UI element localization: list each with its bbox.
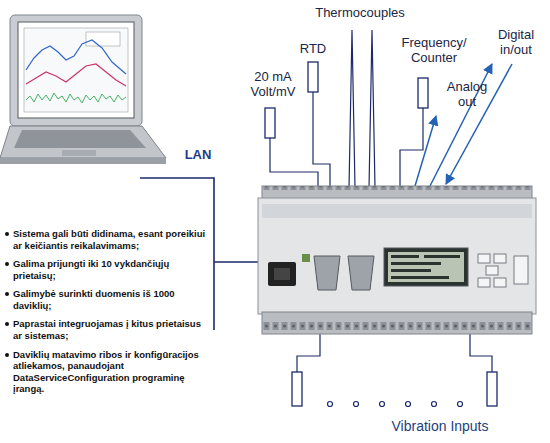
resistor-symbol — [292, 372, 302, 406]
bullet-text: Galima prijungti iki 10 vykdančiųjų prie… — [13, 258, 208, 281]
dot — [458, 402, 463, 407]
lcd-display — [384, 248, 468, 286]
db9-connector — [348, 256, 374, 290]
bullet-text: Paprastai integruojamas į kitus prietais… — [13, 318, 208, 341]
signal-label: Digital in/out — [486, 28, 546, 58]
device-band — [262, 204, 532, 218]
wire — [297, 334, 320, 372]
wire — [400, 108, 423, 188]
continuation-dots — [328, 402, 463, 407]
chart-area — [24, 28, 128, 112]
dot — [354, 402, 359, 407]
resistor-symbol — [265, 108, 275, 138]
lcd-screen — [388, 252, 464, 282]
laptop-lid — [10, 15, 142, 126]
lcd-row — [391, 269, 431, 272]
bullet-dot — [5, 262, 9, 266]
bullet-item: Sistema gali būti didinama, esant poreik… — [4, 228, 208, 251]
bullet-text: Galimybė surinkti duomenis iš 1000 davik… — [13, 288, 208, 311]
laptop-keyboard — [14, 130, 146, 148]
dot — [432, 402, 437, 407]
laptop-edge — [0, 158, 166, 164]
laptop-screen — [18, 22, 134, 118]
wire — [470, 334, 492, 372]
button — [514, 256, 528, 284]
wire — [270, 138, 318, 188]
signal-label: Analog out — [438, 80, 496, 110]
bullet-item: Galima prijungti iki 10 vykdančiųjų prie… — [4, 258, 208, 281]
sensor-label: Thermocouples — [312, 6, 408, 21]
bullet-item: Daviklių matavimo ribos ir konfigūracijo… — [4, 349, 208, 395]
laptop — [0, 15, 166, 164]
button — [494, 254, 506, 263]
data-logger — [258, 186, 536, 334]
lcd-row — [424, 255, 460, 258]
input-label: Vibration Inputs — [364, 418, 516, 434]
bullet-text: Sistema gali būti didinama, esant poreik… — [13, 228, 208, 251]
button — [478, 254, 490, 263]
button — [486, 266, 498, 275]
bullet-item: Galimybė surinkti duomenis iš 1000 davik… — [4, 288, 208, 311]
button — [494, 278, 506, 287]
wire — [313, 92, 330, 188]
signal-arrows — [415, 64, 512, 186]
sensor-label: 20 mA Volt/mV — [242, 70, 304, 100]
thermocouple — [349, 30, 355, 188]
db9-connector — [314, 256, 340, 290]
bullet-dot — [5, 353, 9, 357]
chart-line — [26, 40, 126, 74]
laptop-base — [0, 126, 166, 158]
resistor-symbol — [487, 372, 497, 406]
analog-out-arrow — [415, 116, 436, 186]
bullet-item: Paprastai integruojamas į kitus prietais… — [4, 318, 208, 341]
button — [478, 278, 490, 287]
chart-legend — [86, 32, 120, 46]
bullet-text: Daviklių matavimo ribos ir konfigūracijo… — [13, 349, 208, 395]
chart-line — [26, 93, 126, 103]
led — [302, 254, 310, 262]
power-connector — [268, 262, 296, 286]
terminal-strip — [262, 312, 532, 334]
bullet-dot — [5, 232, 9, 236]
bullet-dot — [5, 292, 9, 296]
dot — [380, 402, 385, 407]
thermocouple — [369, 30, 375, 188]
lcd-row — [391, 276, 449, 279]
resistor-symbol — [418, 78, 428, 108]
sensor-label: Frequency/ Counter — [386, 36, 482, 66]
bullet-list: Sistema gali būti didinama, esant poreik… — [4, 228, 208, 395]
dot — [328, 402, 333, 407]
resistor-symbol — [308, 62, 318, 92]
network-label: LAN — [176, 148, 220, 163]
device-body — [258, 198, 536, 314]
chart-line — [26, 64, 126, 86]
power-socket — [274, 268, 290, 280]
sensor-label: RTD — [295, 42, 331, 57]
lcd-row — [391, 262, 441, 265]
buttons — [478, 254, 528, 287]
dot — [406, 402, 411, 407]
bullet-dot — [5, 322, 9, 326]
lcd-pixels — [391, 255, 460, 279]
lan-cable — [140, 178, 258, 330]
laptop-touchpad — [62, 150, 96, 156]
lcd-row — [391, 255, 419, 258]
